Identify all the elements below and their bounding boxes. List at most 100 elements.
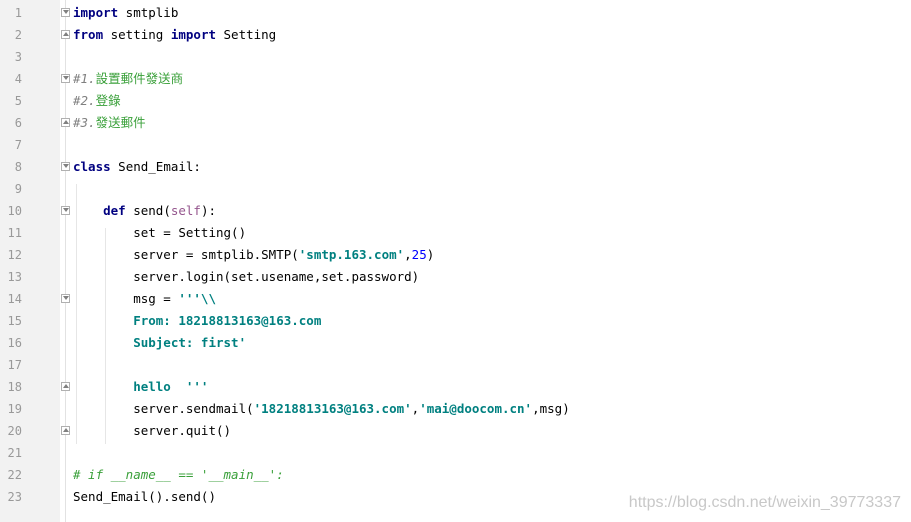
indent-guide-def xyxy=(105,228,106,444)
gutter-separator xyxy=(65,0,66,522)
code-text: def send(self): xyxy=(73,200,216,222)
line-number: 9 xyxy=(14,182,22,196)
line-number: 3 xyxy=(14,50,22,64)
code-line[interactable]: 9 xyxy=(0,178,911,200)
code-token: # if __name__ == '__main__': xyxy=(73,467,284,482)
code-token: import xyxy=(73,5,119,20)
code-token: #2. xyxy=(73,93,96,108)
code-token: 發送郵件 xyxy=(95,115,146,130)
code-line[interactable]: 4 #1.設置郵件發送商 xyxy=(0,68,911,90)
fold-open-icon[interactable] xyxy=(61,206,70,215)
code-token: import xyxy=(170,27,216,42)
code-token: self xyxy=(170,203,201,218)
code-token: ) xyxy=(426,247,435,262)
code-token: From: 18218813163@163.com xyxy=(73,313,322,328)
code-token: def xyxy=(103,203,126,218)
code-line[interactable]: 20 server.quit() xyxy=(0,420,911,442)
code-line[interactable]: 13 server.login(set.usename,set.password… xyxy=(0,266,911,288)
code-line[interactable]: 12 server = smtplib.SMTP('smtp.163.com',… xyxy=(0,244,911,266)
line-number: 21 xyxy=(7,446,22,460)
line-number: 20 xyxy=(7,424,22,438)
line-number: 2 xyxy=(14,28,22,42)
code-token: '''\\ xyxy=(178,291,216,306)
line-number: 6 xyxy=(14,116,22,130)
code-line[interactable]: 3 xyxy=(0,46,911,68)
line-number: 19 xyxy=(7,402,22,416)
code-token: 25 xyxy=(411,247,427,262)
code-line[interactable]: 1 import smtplib xyxy=(0,2,911,24)
code-line[interactable]: 11 set = Setting() xyxy=(0,222,911,244)
code-line[interactable]: 18 hello ''' xyxy=(0,376,911,398)
fold-open-icon[interactable] xyxy=(61,74,70,83)
code-line[interactable]: 2 from setting import Setting xyxy=(0,24,911,46)
fold-close-icon[interactable] xyxy=(61,382,70,391)
code-token: smtplib xyxy=(118,5,179,20)
code-token: '18218813163@163.com' xyxy=(253,401,412,416)
line-number: 1 xyxy=(14,6,22,20)
code-token: 'mai@doocom.cn' xyxy=(419,401,533,416)
code-text: hello ''' xyxy=(73,376,208,398)
code-text: server.quit() xyxy=(73,420,231,442)
code-token: , xyxy=(411,401,420,416)
line-number-gutter xyxy=(0,0,60,522)
code-token: msg = xyxy=(73,291,179,306)
line-number: 13 xyxy=(7,270,22,284)
code-line[interactable]: 22 # if __name__ == '__main__': xyxy=(0,464,911,486)
code-token: 'smtp.163.com' xyxy=(298,247,405,262)
fold-open-icon[interactable] xyxy=(61,294,70,303)
line-number: 4 xyxy=(14,72,22,86)
code-token: class xyxy=(73,159,111,174)
code-token: Send_Email().send() xyxy=(73,489,216,504)
code-token: server = smtplib.SMTP( xyxy=(73,247,299,262)
code-token: send( xyxy=(125,203,171,218)
code-token: server.sendmail( xyxy=(73,401,254,416)
code-line[interactable]: 17 xyxy=(0,354,911,376)
line-number: 7 xyxy=(14,138,22,152)
fold-close-icon[interactable] xyxy=(61,426,70,435)
code-text: server.sendmail('18218813163@163.com','m… xyxy=(73,398,570,420)
code-line[interactable]: 5 #2.登錄 xyxy=(0,90,911,112)
line-number: 15 xyxy=(7,314,22,328)
fold-open-icon[interactable] xyxy=(61,162,70,171)
fold-close-icon[interactable] xyxy=(61,30,70,39)
code-text: Subject: first' xyxy=(73,332,246,354)
code-line[interactable]: 14 msg = '''\\ xyxy=(0,288,911,310)
code-line[interactable]: 10 def send(self): xyxy=(0,200,911,222)
code-text: msg = '''\\ xyxy=(73,288,216,310)
code-text: #1.設置郵件發送商 xyxy=(73,68,183,90)
code-line[interactable]: 15 From: 18218813163@163.com xyxy=(0,310,911,332)
code-text: server.login(set.usename,set.password) xyxy=(73,266,419,288)
line-number: 22 xyxy=(7,468,22,482)
code-text: from setting import Setting xyxy=(73,24,276,46)
code-token: #3. xyxy=(73,115,96,130)
fold-close-icon[interactable] xyxy=(61,118,70,127)
code-line[interactable]: 16 Subject: first' xyxy=(0,332,911,354)
code-text: From: 18218813163@163.com xyxy=(73,310,321,332)
line-number: 10 xyxy=(7,204,22,218)
code-text: #3.發送郵件 xyxy=(73,112,146,134)
code-token: 登錄 xyxy=(95,93,121,108)
code-text: Send_Email().send() xyxy=(73,486,216,508)
fold-open-icon[interactable] xyxy=(61,8,70,17)
code-token: ,msg) xyxy=(532,401,570,416)
code-token xyxy=(73,203,103,218)
code-token: #1. xyxy=(73,71,96,86)
line-number: 5 xyxy=(14,94,22,108)
indent-guide-class xyxy=(76,184,77,444)
code-token: setting xyxy=(103,27,171,42)
line-number: 16 xyxy=(7,336,22,350)
code-line[interactable]: 21 xyxy=(0,442,911,464)
code-line[interactable]: 19 server.sendmail('18218813163@163.com'… xyxy=(0,398,911,420)
code-line[interactable]: 7 xyxy=(0,134,911,156)
code-token: Subject: first' xyxy=(73,335,247,350)
code-token: set = Setting() xyxy=(73,225,247,240)
code-text: #2.登錄 xyxy=(73,90,121,112)
watermark-text: https://blog.csdn.net/weixin_39773337 xyxy=(628,494,901,511)
code-token: 設置郵件發送商 xyxy=(95,71,184,86)
code-line[interactable]: 6 #3.發送郵件 xyxy=(0,112,911,134)
line-number: 18 xyxy=(7,380,22,394)
line-number: 12 xyxy=(7,248,22,262)
